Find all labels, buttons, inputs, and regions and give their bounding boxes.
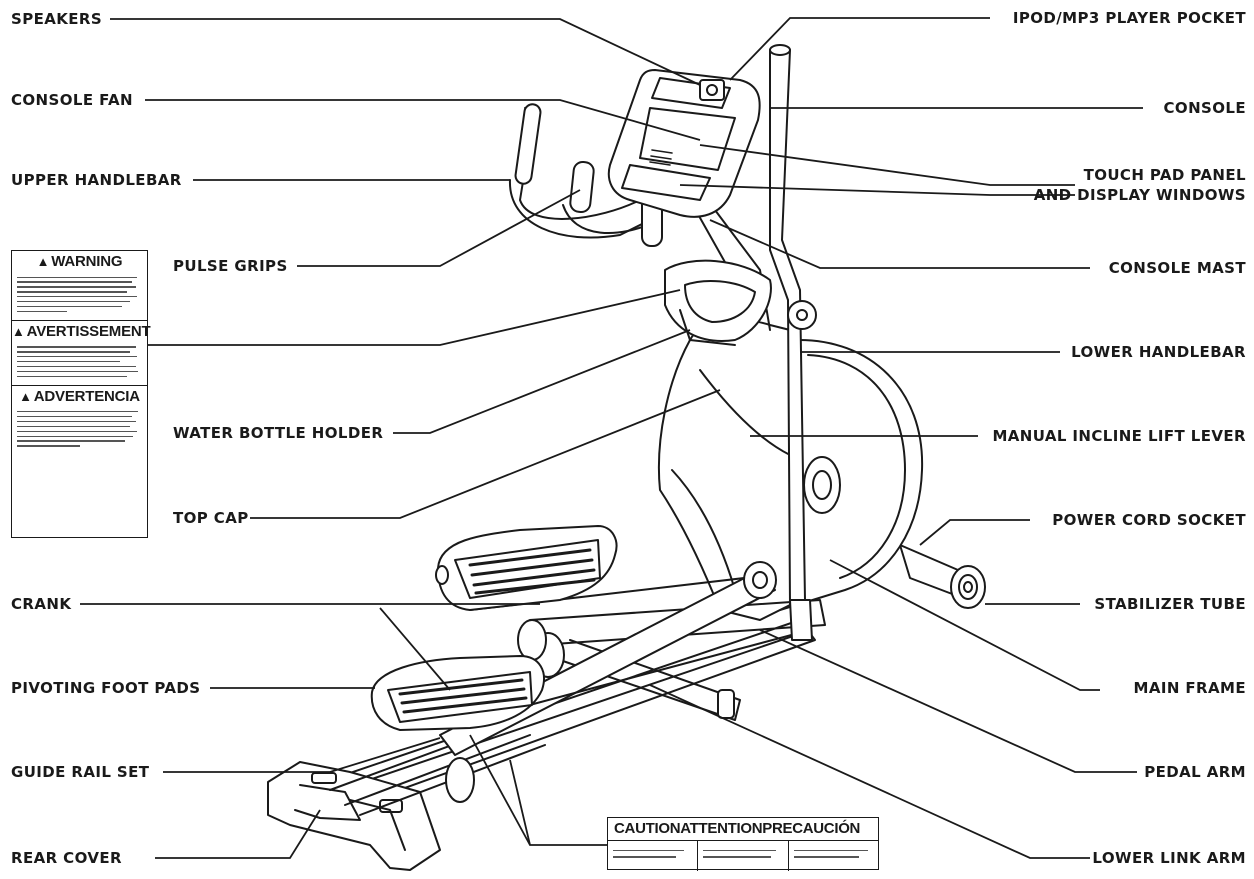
leader-warning-label	[148, 289, 681, 346]
console-drawing	[607, 69, 761, 218]
warning-heading-text: WARNING	[51, 253, 123, 270]
leader-guide-rail	[163, 737, 441, 773]
label-lower-link-arm: LOWER LINK ARM	[1092, 849, 1246, 867]
leader-top-cap	[250, 389, 721, 519]
leader-ipod	[729, 17, 990, 81]
label-crank: CRANK	[11, 595, 72, 613]
label-touch-pad-line1: TOUCH PAD PANEL	[1083, 166, 1246, 184]
label-touch-pad-line2: AND DISPLAY WINDOWS	[1033, 186, 1246, 204]
leader-console-fan	[145, 99, 701, 141]
avertissement-triangle-icon: ▲	[12, 323, 25, 339]
caution-heading-es: PRECAUCIÓN	[762, 820, 861, 837]
leader-pulse-grips	[297, 189, 581, 267]
label-main-frame: MAIN FRAME	[1133, 679, 1246, 697]
leader-lines	[80, 17, 1143, 859]
advertencia-heading-text: ADVERTENCIA	[33, 387, 140, 405]
rear-cover-drawing	[267, 761, 441, 871]
label-pivoting-foot-pads: PIVOTING FOOT PADS	[11, 679, 201, 697]
leader-touch-pad-2	[679, 184, 1075, 196]
label-pulse-grips: PULSE GRIPS	[173, 257, 288, 275]
label-power-cord-socket: POWER CORD SOCKET	[1052, 511, 1246, 529]
leader-speakers	[110, 18, 701, 86]
advertencia-fine-print	[12, 406, 147, 455]
label-console-mast: CONSOLE MAST	[1108, 259, 1246, 277]
label-speakers: SPEAKERS	[11, 10, 103, 28]
avertissement-fine-print	[12, 341, 147, 385]
warning-heading: ▲WARNING	[12, 251, 147, 271]
upper-foot-pad-drawing	[435, 525, 618, 611]
leader-rear-cover	[155, 809, 321, 859]
label-upper-handlebar: UPPER HANDLEBAR	[11, 171, 182, 189]
water-bottle-holder-drawing	[664, 259, 772, 346]
caution-heading-fr: ATTENTION	[680, 820, 763, 837]
caution-col-es	[787, 841, 878, 871]
stabilizer-tube-drawing	[899, 544, 986, 609]
leader-power-cord	[919, 519, 1030, 546]
label-water-bottle-holder: WATER BOTTLE HOLDER	[173, 424, 384, 442]
guide-rails-drawing	[329, 619, 565, 816]
label-console-fan: CONSOLE FAN	[11, 91, 133, 109]
leader-touch-pad	[699, 144, 1075, 186]
warning-label: ▲WARNING ▲AVERTISSEMENT ▲ADVERTENCIA	[11, 250, 151, 538]
caution-fine-print	[608, 840, 878, 871]
label-guide-rail-set: GUIDE RAIL SET	[11, 763, 150, 781]
leader-console-mast	[709, 219, 1090, 269]
label-pedal-arm: PEDAL ARM	[1144, 763, 1246, 781]
avertissement-heading: ▲AVERTISSEMENT	[12, 319, 151, 341]
leader-main-frame	[829, 559, 1100, 691]
label-rear-cover: REAR COVER	[11, 849, 122, 867]
label-stabilizer-tube: STABILIZER TUBE	[1094, 595, 1246, 613]
advertencia-heading: ▲ADVERTENCIA	[12, 384, 147, 406]
leader-pedal-arm	[759, 629, 1137, 773]
label-lower-handlebar: LOWER HANDLEBAR	[1071, 343, 1246, 361]
caution-label: CAUTIONATTENTIONPRECAUCIÓN	[607, 817, 879, 871]
leader-lower-link	[649, 684, 1090, 859]
warning-fine-print	[12, 271, 147, 320]
avertissement-heading-text: AVERTISSEMENT	[26, 322, 151, 340]
caution-heading: CAUTIONATTENTIONPRECAUCIÓN	[608, 818, 878, 840]
leader-foot-pads-upper	[379, 607, 451, 691]
caution-col-fr	[697, 841, 787, 871]
label-ipod-pocket: IPOD/MP3 PLAYER POCKET	[1012, 9, 1246, 27]
warning-triangle-icon: ▲	[36, 254, 50, 269]
label-top-cap: TOP CAP	[173, 509, 249, 527]
leader-caution-1	[469, 734, 608, 846]
caution-heading-en: CAUTION	[614, 820, 681, 837]
shroud-drawing	[657, 319, 801, 621]
leader-water-bottle	[393, 329, 691, 434]
advertencia-triangle-icon: ▲	[19, 388, 32, 404]
label-console: CONSOLE	[1163, 99, 1246, 117]
label-manual-incline-lift-lever: MANUAL INCLINE LIFT LEVER	[992, 427, 1246, 445]
caution-col-en	[608, 841, 697, 871]
lower-foot-pad-drawing	[370, 655, 545, 731]
leader-caution-2	[509, 759, 531, 846]
